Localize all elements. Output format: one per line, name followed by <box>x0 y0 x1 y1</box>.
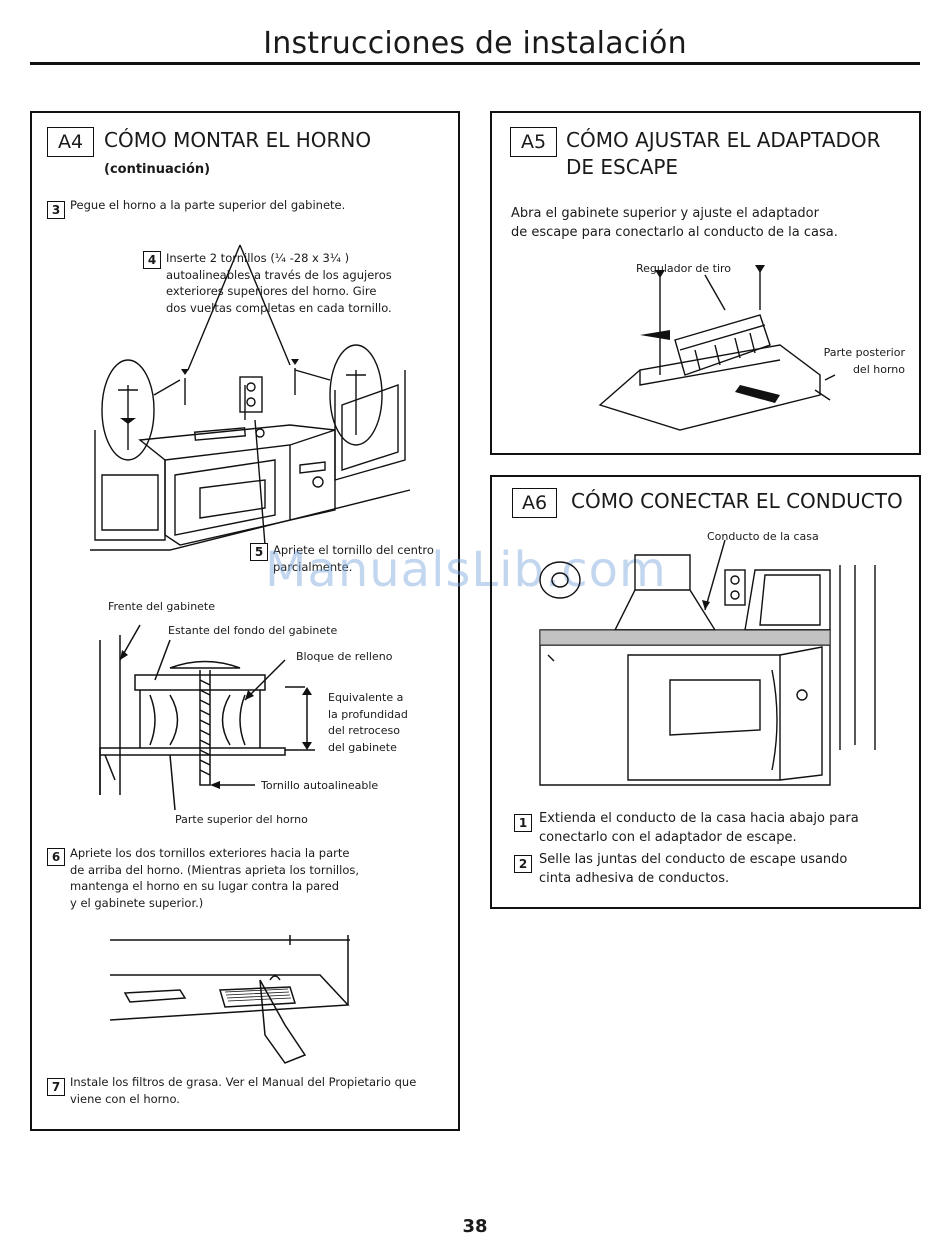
step-number: 7 <box>47 1078 65 1096</box>
label-conducto-casa: Conducto de la casa <box>707 530 819 543</box>
damper-illustration <box>598 265 836 431</box>
watermark: ManualsLib.com <box>265 542 667 598</box>
label-parte-posterior: Parte posterior del horno <box>823 346 905 376</box>
page-title: Instrucciones de instalación <box>263 26 687 61</box>
section-body-a5: Abra el gabinete superior y ajuste el ad… <box>511 206 838 240</box>
step-text: Pegue el horno a la parte superior del g… <box>70 198 346 212</box>
step-number: 4 <box>143 251 161 269</box>
grease-filter-illustration <box>109 935 350 1064</box>
label-tornillo: Tornillo autoalineable <box>261 779 379 792</box>
oven-mount-illustration <box>90 244 411 551</box>
step-text: Inserte 2 tornillos (¹⁄₄ -28 x 3¹⁄₄ ) au… <box>166 251 392 315</box>
section-tag-a4: A4 <box>47 127 94 157</box>
label-equivalente: Equivalente a la profundidad del retroce… <box>328 691 408 754</box>
label-parte-superior: Parte superior del horno <box>175 813 308 826</box>
panel-a6 <box>490 475 921 909</box>
label-estante-fondo: Estante del fondo del gabinete <box>168 624 338 637</box>
section-title-a5: CÓMO AJUSTAR EL ADAPTADOR DE ESCAPE <box>566 128 881 179</box>
title-rule <box>30 62 920 65</box>
step-text: Apriete el tornillo del centro parcialme… <box>273 543 434 574</box>
panel-a5 <box>490 111 921 455</box>
step-number: 3 <box>47 201 65 219</box>
step-text: Extienda el conducto de la casa hacia ab… <box>539 811 859 845</box>
step-number: 5 <box>250 543 268 561</box>
step-text: Selle las juntas del conducto de escape … <box>539 852 848 886</box>
duct-connection-illustration <box>539 539 876 786</box>
panel-a4 <box>30 111 460 1131</box>
step-number: 2 <box>514 855 532 873</box>
section-title-a6: CÓMO CONECTAR EL CONDUCTO <box>571 489 903 513</box>
step-number: 1 <box>514 814 532 832</box>
label-bloque-relleno: Bloque de relleno <box>296 650 393 663</box>
section-title-a4: CÓMO MONTAR EL HORNO <box>104 128 372 152</box>
section-tag-a6: A6 <box>512 488 557 518</box>
section-tag-a5: A5 <box>510 127 557 157</box>
label-frente-gabinete: Frente del gabinete <box>108 600 216 613</box>
cross-section-illustration <box>99 624 315 811</box>
step-text: Apriete los dos tornillos exteriores hac… <box>70 846 359 910</box>
step-number: 6 <box>47 848 65 866</box>
step-text: Instale los filtros de grasa. Ver el Man… <box>70 1075 417 1106</box>
page-number: 38 <box>462 1216 488 1237</box>
section-subtitle-a4: (continuación) <box>104 162 211 177</box>
